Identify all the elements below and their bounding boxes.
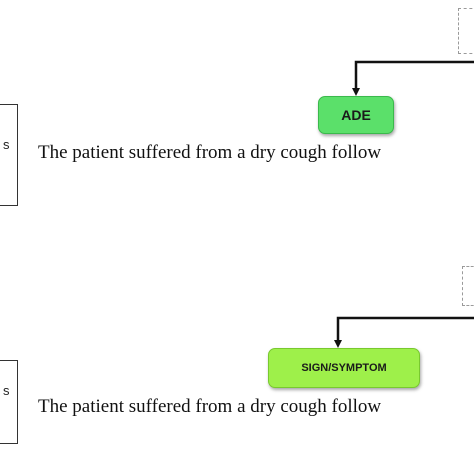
sentence-top: The patient suffered from a dry cough fo… [38,142,382,163]
side-box-label: s [3,137,10,152]
dashed-source-box-bottom [462,266,474,306]
side-box-top: s [0,104,18,206]
ade-tag: ADE [318,96,394,134]
sign-symptom-tag: SIGN/SYMPTOM [268,348,420,388]
sentence-bottom: The patient suffered from a dry cough fo… [38,396,382,417]
side-box-label: s [3,383,10,398]
arrow-bottom [334,316,474,348]
tag-label: ADE [341,107,371,123]
dashed-source-box-top [458,8,474,54]
arrow-top [352,60,474,96]
tag-label: SIGN/SYMPTOM [301,362,387,374]
side-box-bottom: s [0,360,18,444]
